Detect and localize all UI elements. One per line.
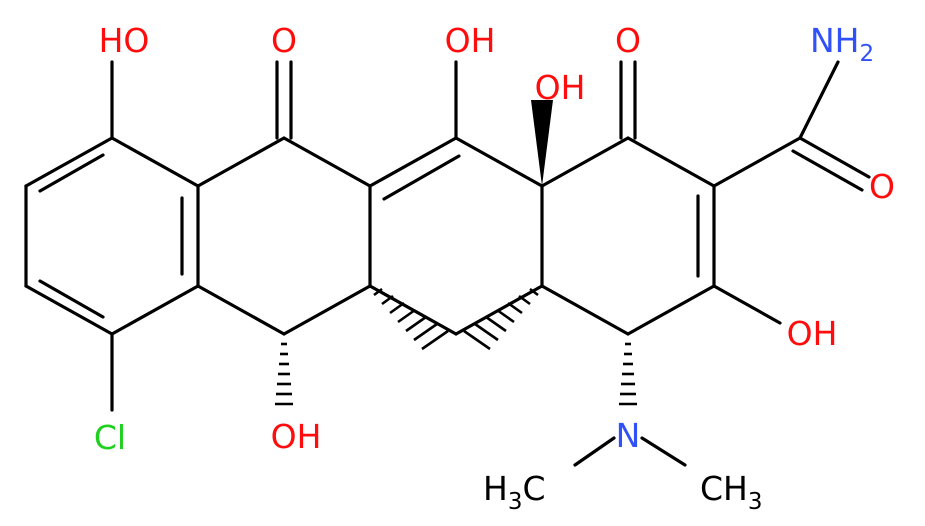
ketone-oxygen-label: O — [615, 21, 641, 60]
hash-line — [389, 301, 405, 315]
stereo-wedges — [275, 100, 637, 406]
bond-to-methyl — [573, 436, 616, 467]
hash-line — [463, 329, 491, 351]
methyl-label-left: H3C — [483, 469, 546, 515]
solid-wedge — [531, 100, 553, 186]
bond-to-amide — [712, 136, 802, 188]
bond — [368, 136, 458, 188]
bond — [282, 136, 372, 188]
hash-line — [381, 294, 394, 306]
bond-to-nh2 — [798, 60, 840, 140]
methyl-h: H — [483, 469, 508, 508]
hash-line — [518, 294, 531, 306]
ketone-oxygen-label: O — [271, 21, 297, 60]
hydroxyl-label: OH — [445, 21, 496, 60]
bond — [540, 136, 630, 188]
hash-line — [529, 287, 539, 297]
aromatic-inner-bond — [38, 279, 105, 319]
dimethylamino-nitrogen-label: N — [616, 416, 641, 455]
bond — [24, 284, 114, 336]
amide-double-bond — [791, 149, 864, 192]
amine-subscript: 2 — [860, 41, 875, 67]
bond — [24, 136, 114, 188]
bond — [540, 284, 630, 336]
bond-to-methyl — [640, 436, 687, 467]
stereo-hydroxyl-label: OH — [535, 68, 586, 107]
bond — [282, 284, 372, 336]
hash-line — [496, 308, 515, 324]
methyl-label-right: CH3 — [700, 469, 763, 515]
hydroxyl-label: HO — [99, 21, 150, 60]
methyl-c: C — [522, 469, 545, 508]
bond — [626, 136, 716, 188]
enol-double-bond-inner — [382, 154, 461, 201]
hash-line — [397, 308, 416, 324]
bond-to-oh — [712, 284, 782, 325]
hydroxyl-label: OH — [787, 314, 838, 353]
chlorine-label: Cl — [94, 418, 126, 457]
amide-double-bond — [798, 136, 871, 179]
methyl-ch: CH — [700, 469, 748, 508]
hash-line — [373, 287, 383, 297]
amide-oxygen-label: O — [869, 167, 895, 206]
bonds — [24, 60, 871, 467]
bond — [110, 284, 200, 336]
hash-line — [413, 322, 438, 342]
aromatic-inner-bond — [38, 153, 105, 193]
bond — [196, 284, 286, 336]
atom-labels: HO O OH OH O O OH OH Cl NH2 N H3C CH3 — [94, 21, 895, 515]
amine-label: NH2 — [810, 21, 874, 67]
methyl-subscript: 3 — [508, 489, 523, 515]
hash-line — [474, 322, 499, 342]
bond — [110, 136, 200, 188]
bond — [626, 284, 716, 336]
hash-line — [507, 301, 523, 315]
hydroxyl-label: OH — [271, 417, 322, 456]
methyl-subscript: 3 — [748, 489, 763, 515]
bond — [454, 136, 544, 188]
bond — [196, 136, 286, 188]
hash-line — [485, 315, 507, 333]
amine-nh: NH — [810, 21, 860, 60]
hash-line — [421, 329, 449, 351]
hash-line — [405, 315, 427, 333]
